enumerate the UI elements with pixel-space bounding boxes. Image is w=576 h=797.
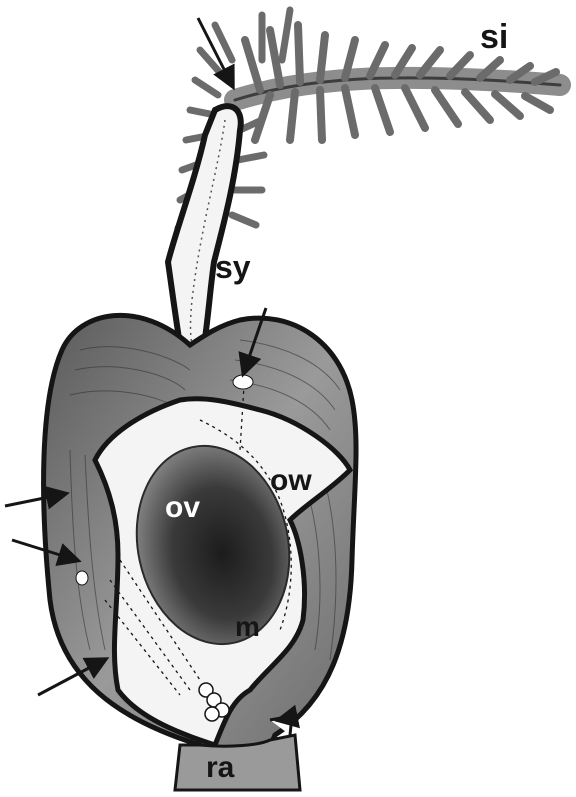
label-stigma: si: [480, 18, 508, 56]
label-rachilla: ra: [206, 751, 235, 784]
label-micropyle: m: [235, 611, 260, 642]
label-ovary-wall: ow: [270, 464, 312, 497]
label-style: sy: [215, 249, 251, 285]
label-ovule: ov: [165, 491, 200, 524]
style: [168, 106, 241, 352]
